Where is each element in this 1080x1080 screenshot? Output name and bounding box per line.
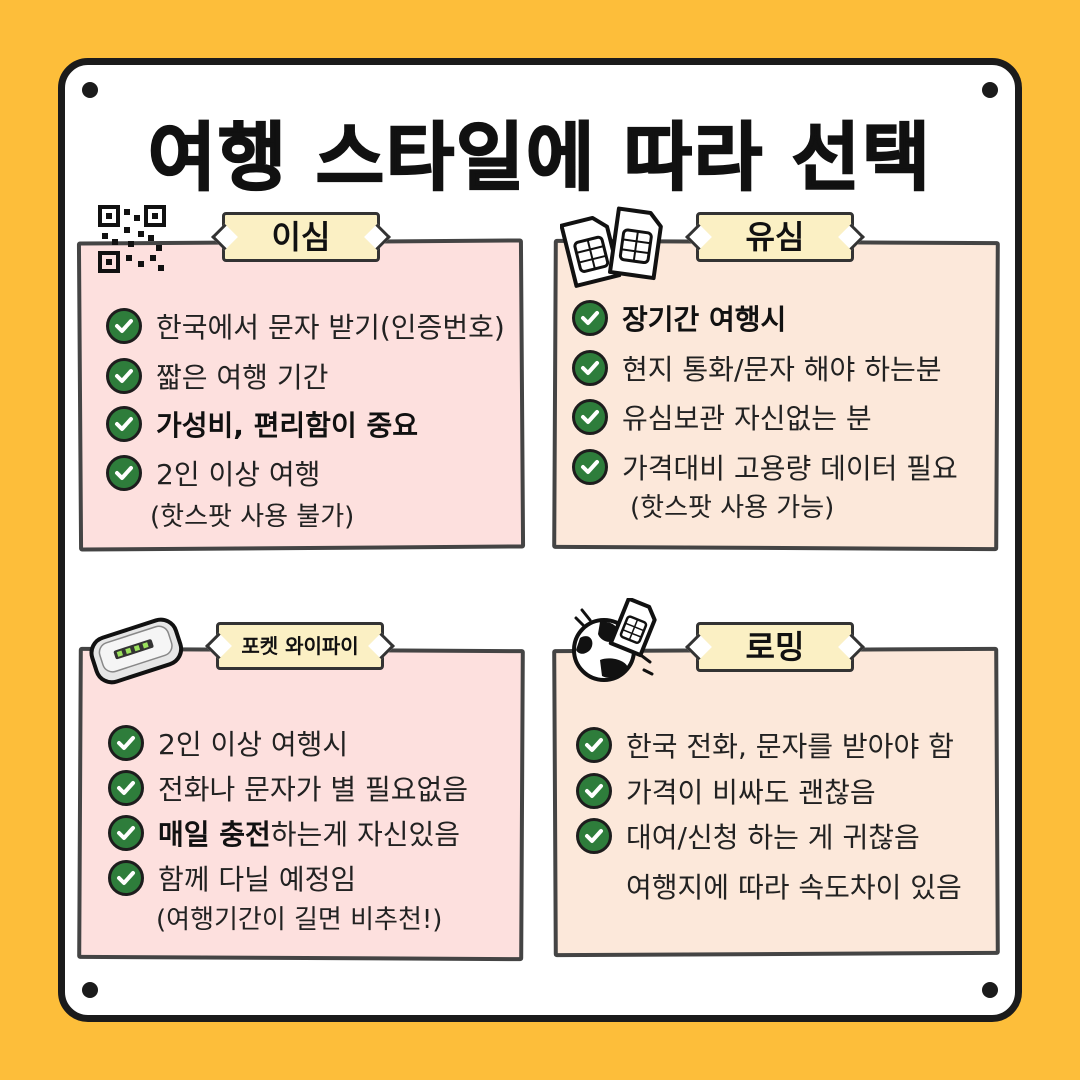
check-icon	[108, 770, 144, 806]
esim-item-3: 가성비, 편리함이 중요	[106, 404, 418, 444]
check-icon	[576, 773, 612, 809]
bolt-top-left	[82, 82, 98, 98]
roaming-item-1-text: 한국 전화, 문자를 받아야 함	[626, 730, 954, 763]
wifi-item-1-text: 2인 이상 여행시	[158, 728, 349, 761]
bolt-bottom-right	[982, 982, 998, 998]
check-icon	[106, 455, 142, 491]
roaming-note: 여행지에 따라 속도차이 있음	[626, 871, 962, 904]
check-icon	[572, 449, 608, 485]
wifi-note: (여행기간이 길면 비추천!)	[156, 905, 443, 935]
wifi-item-1: 2인 이상 여행시	[108, 723, 348, 763]
esim-item-4: 2인 이상 여행	[106, 453, 320, 493]
esim-item-2: 짧은 여행 기간	[106, 356, 328, 396]
esim-item-1: 한국에서 문자 받기(인증번호)	[106, 306, 505, 346]
check-icon	[576, 818, 612, 854]
wifi-item-4: 함께 다닐 예정임	[108, 858, 356, 898]
wifi-item-4-text: 함께 다닐 예정임	[158, 863, 357, 896]
esim-note: (핫스팟 사용 불가)	[150, 502, 355, 532]
esim-tag: 이심	[222, 212, 380, 262]
esim-item-4-text: 2인 이상 여행	[156, 458, 321, 491]
roaming-globe-icon	[572, 598, 657, 682]
check-icon	[106, 308, 142, 344]
esim-item-1-text: 한국에서 문자 받기(인증번호)	[156, 311, 505, 344]
bolt-bottom-left	[82, 982, 98, 998]
wifi-item-3-bold: 매일 충전	[158, 818, 271, 851]
usim-item-2: 현지 통화/문자 해야 하는분	[572, 348, 942, 388]
esim-item-3-text: 가성비, 편리함이 중요	[156, 409, 418, 442]
check-icon	[572, 399, 608, 435]
wifi-tag: 포켓 와이파이	[216, 622, 384, 670]
usim-item-3-text: 유심보관 자신없는 분	[622, 402, 872, 435]
check-icon	[572, 300, 608, 336]
usim-item-1: 장기간 여행시	[572, 298, 786, 338]
roaming-item-2-text: 가격이 비싸도 괜찮음	[626, 776, 876, 809]
roaming-item-1: 한국 전화, 문자를 받아야 함	[576, 725, 954, 765]
usim-item-3: 유심보관 자신없는 분	[572, 397, 872, 437]
usim-item-4-text: 가격대비 고용량 데이터 필요	[622, 452, 958, 485]
roaming-item-2: 가격이 비싸도 괜찮음	[576, 771, 876, 811]
check-icon	[106, 406, 142, 442]
qr-code-icon	[98, 205, 166, 273]
check-icon	[108, 815, 144, 851]
check-icon	[108, 725, 144, 761]
page-title: 여행 스타일에 따라 선택	[147, 114, 933, 202]
check-icon	[106, 358, 142, 394]
roaming-tag: 로밍	[696, 622, 854, 672]
wifi-item-3-text: 하는게 자신있음	[270, 818, 461, 851]
wifi-item-2: 전화나 문자가 별 필요없음	[108, 768, 468, 808]
usim-item-2-text: 현지 통화/문자 해야 하는분	[622, 353, 942, 386]
check-icon	[572, 350, 608, 386]
wifi-item-2-text: 전화나 문자가 별 필요없음	[158, 773, 469, 806]
sim-cards-icon	[560, 206, 663, 288]
pocket-wifi-icon	[89, 617, 184, 685]
bolt-top-right	[982, 82, 998, 98]
esim-item-2-text: 짧은 여행 기간	[156, 361, 329, 394]
usim-item-4: 가격대비 고용량 데이터 필요	[572, 447, 958, 487]
check-icon	[576, 727, 612, 763]
roaming-item-3-text: 대여/신청 하는 게 귀찮음	[626, 821, 920, 854]
usim-item-1-text: 장기간 여행시	[622, 303, 787, 336]
roaming-item-3: 대여/신청 하는 게 귀찮음	[576, 816, 920, 856]
usim-tag: 유심	[696, 212, 854, 262]
check-icon	[108, 860, 144, 896]
usim-note: (핫스팟 사용 가능)	[630, 493, 835, 523]
